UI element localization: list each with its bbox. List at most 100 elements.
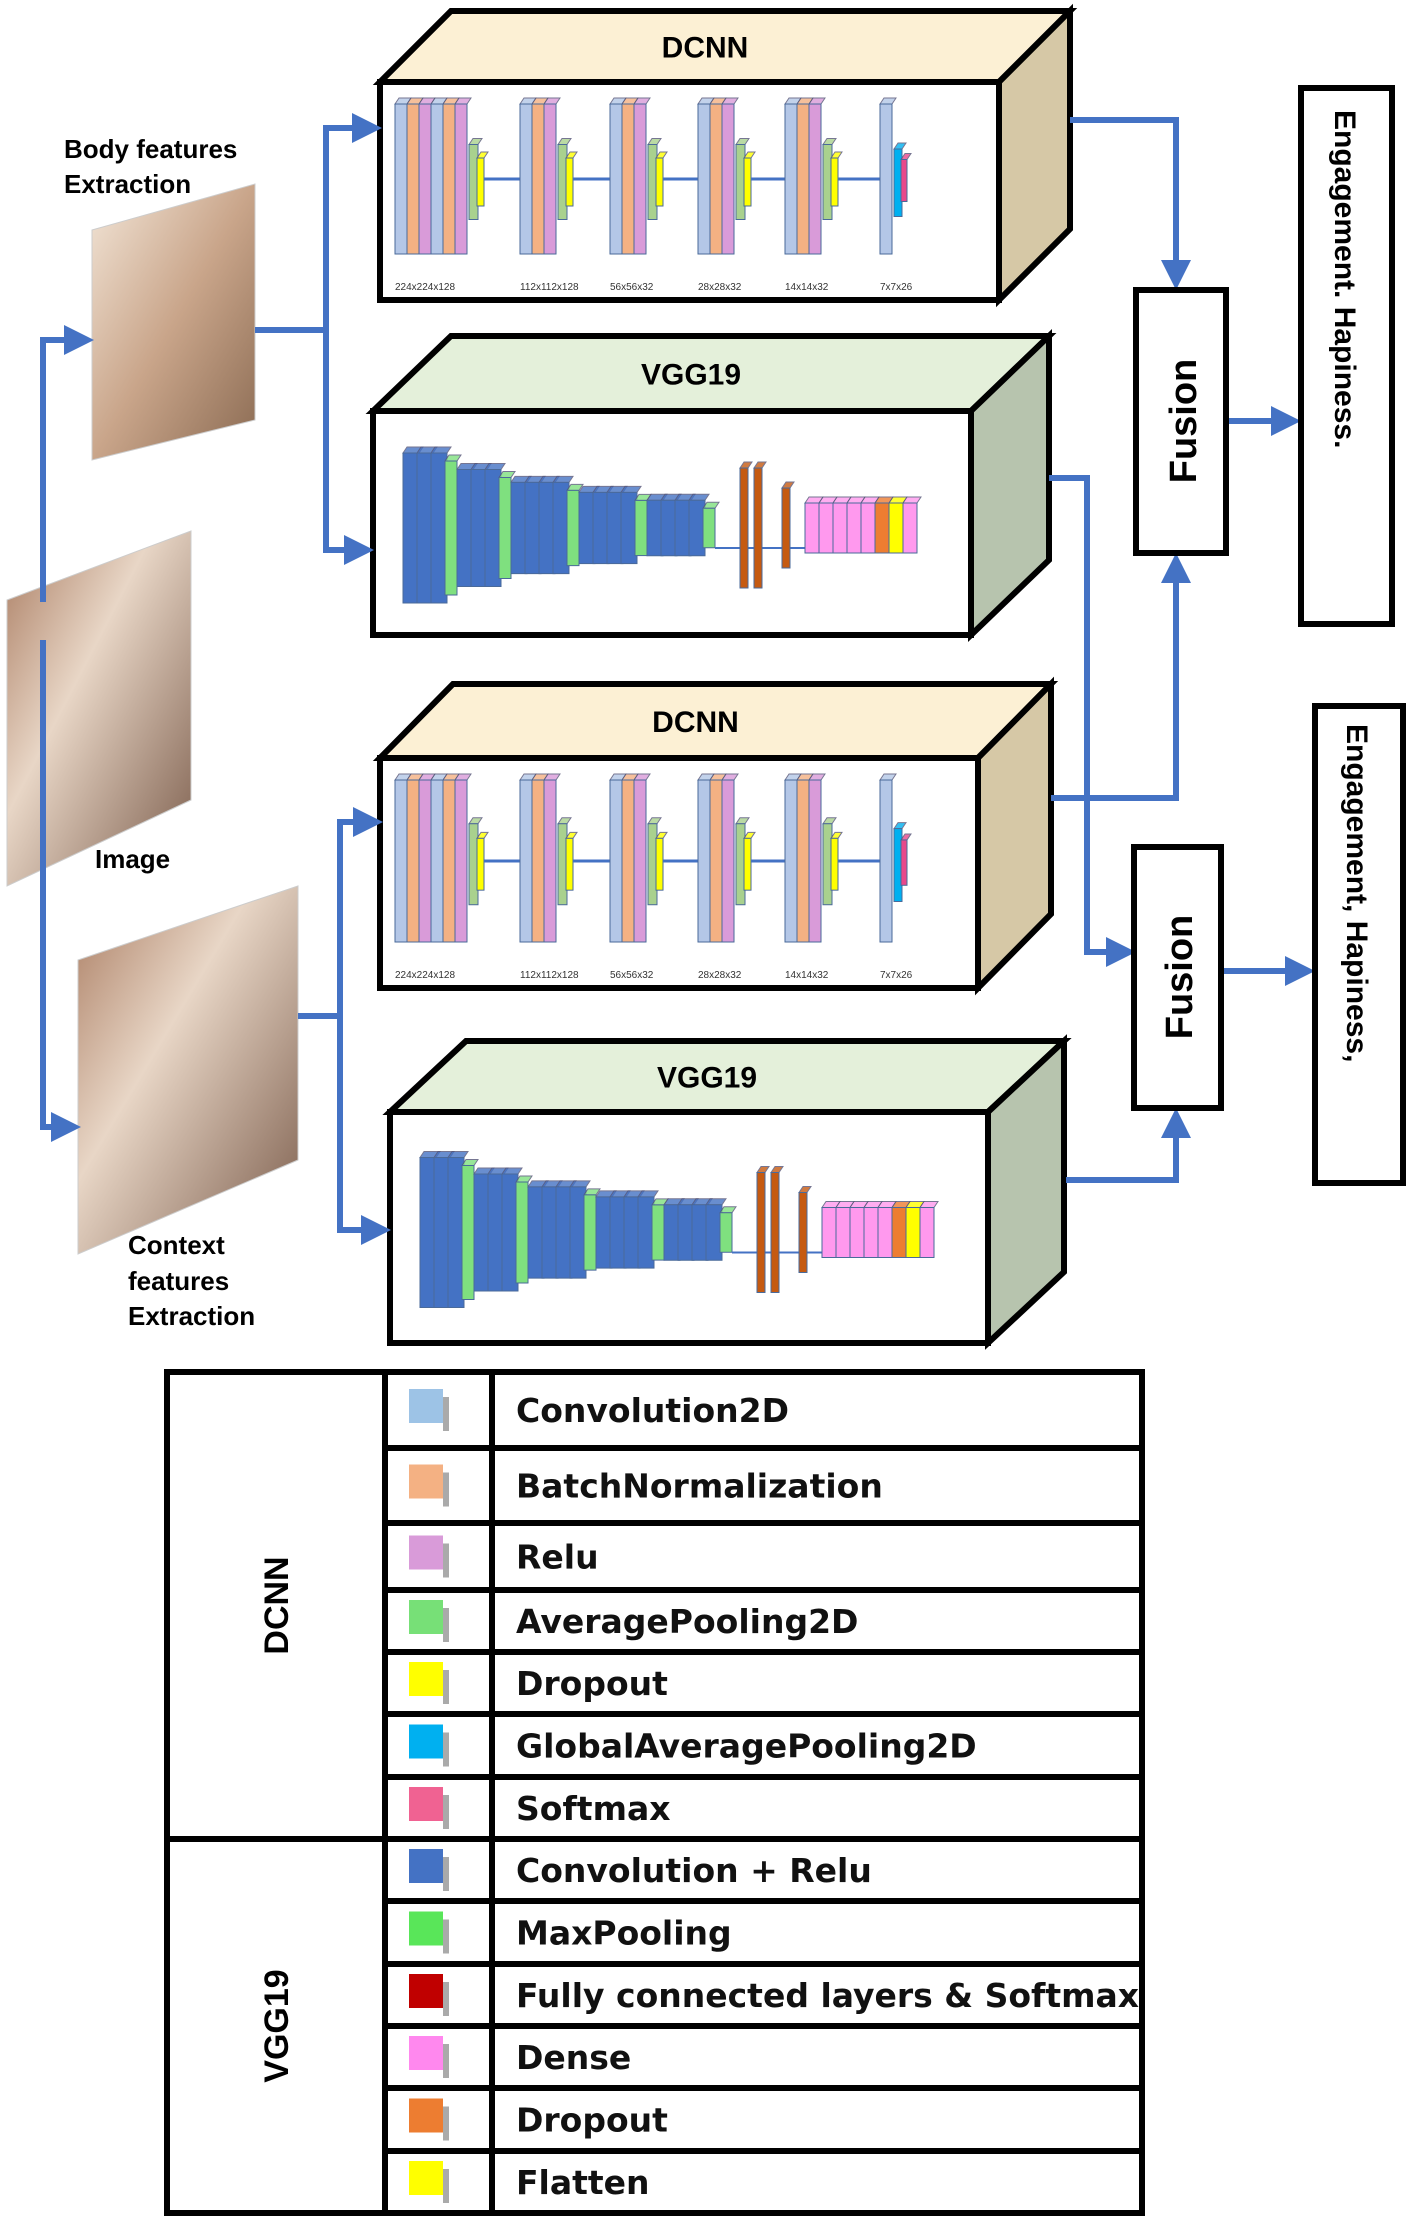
legend-group-label-dcnn: DCNN bbox=[258, 1556, 296, 1654]
layer-block bbox=[454, 103, 468, 255]
legend-row: Dropout bbox=[385, 2098, 1142, 2154]
legend-swatch-shadow bbox=[443, 1472, 449, 1507]
legend-border bbox=[164, 1369, 1145, 2216]
branch-vgg-4: VGG19 bbox=[382, 1034, 1072, 1350]
layer-block bbox=[442, 779, 456, 943]
layer-block bbox=[697, 103, 711, 255]
fc-block bbox=[798, 1192, 808, 1273]
legend-swatch bbox=[409, 2036, 443, 2070]
layer-block bbox=[519, 779, 533, 943]
maxpool-block bbox=[498, 477, 512, 579]
stage-dim-label: 28x28x32 bbox=[698, 282, 742, 293]
legend-row: MaxPooling bbox=[385, 1911, 1142, 1967]
dropout-block bbox=[830, 157, 839, 207]
legend-table: DCNNConvolution2DBatchNormalizationReluA… bbox=[164, 1369, 1145, 2216]
legend-swatch bbox=[409, 1974, 443, 2008]
dense-block bbox=[919, 1207, 935, 1258]
legend-row: Flatten bbox=[385, 2161, 1142, 2216]
arrow-image-to-body bbox=[40, 325, 94, 602]
legend-swatch bbox=[409, 1911, 443, 1946]
legend-row: GlobalAveragePooling2D bbox=[385, 1724, 1142, 1780]
input-image-photo bbox=[6, 530, 192, 887]
context-features-photo bbox=[77, 885, 299, 1255]
svg-text:Fusion: Fusion bbox=[1163, 359, 1205, 484]
layer-block bbox=[442, 103, 456, 255]
legend-swatch bbox=[409, 1662, 443, 1696]
layer-block bbox=[394, 779, 408, 943]
fc-block bbox=[739, 467, 749, 589]
dense-block bbox=[860, 502, 876, 554]
layer-block bbox=[879, 779, 893, 943]
legend-swatch-shadow bbox=[443, 1608, 449, 1642]
layer-block bbox=[543, 779, 557, 943]
legend-row: AveragePooling2D bbox=[385, 1600, 1142, 1655]
dense-block bbox=[846, 502, 862, 554]
dense-block bbox=[902, 502, 918, 554]
legend-label: Convolution + Relu bbox=[516, 1851, 872, 1890]
layer-block bbox=[879, 103, 893, 255]
stage-dim-label: 14x14x32 bbox=[785, 970, 829, 981]
branch-title: DCNN bbox=[652, 706, 739, 739]
arrow-image-to-context bbox=[40, 640, 81, 1142]
legend-row: BatchNormalization bbox=[385, 1464, 1142, 1526]
layer-block bbox=[430, 103, 444, 255]
legend-swatch bbox=[409, 1535, 443, 1570]
dropout-block bbox=[743, 837, 752, 891]
layer-block bbox=[609, 779, 623, 943]
legend-swatch-shadow bbox=[443, 2044, 449, 2078]
dense-block bbox=[821, 1207, 837, 1258]
layer-block bbox=[519, 103, 533, 255]
body-features-photo bbox=[91, 183, 256, 461]
legend-label: Softmax bbox=[516, 1789, 671, 1828]
svg-text:Fusion: Fusion bbox=[1159, 915, 1201, 1040]
stage-dim-label: 7x7x26 bbox=[880, 282, 913, 293]
fc-block bbox=[770, 1172, 780, 1293]
maxpool-block bbox=[702, 507, 716, 549]
maxpool-block bbox=[566, 489, 580, 567]
maxpool-block bbox=[515, 1181, 529, 1284]
dense-block bbox=[891, 1207, 907, 1258]
stage-dim-label: 28x28x32 bbox=[698, 970, 742, 981]
layer-block bbox=[796, 779, 810, 943]
maxpool-block bbox=[583, 1194, 597, 1271]
arrow-vgg2-to-fusion2 bbox=[1066, 1108, 1191, 1183]
legend-label: Dropout bbox=[516, 1664, 668, 1703]
image-label: Image bbox=[95, 844, 170, 874]
dropout-block bbox=[830, 837, 839, 891]
layer-block bbox=[621, 103, 635, 255]
layer-block bbox=[796, 103, 810, 255]
layer-block bbox=[633, 103, 647, 255]
stage-dim-label: 7x7x26 bbox=[880, 970, 913, 981]
layer-block bbox=[531, 103, 545, 255]
layer-block bbox=[808, 103, 822, 255]
maxpool-block bbox=[444, 460, 458, 596]
layer-block bbox=[406, 103, 420, 255]
layer-block bbox=[808, 779, 822, 943]
fusion-box-1: Fusion bbox=[1133, 287, 1229, 556]
legend-swatch-shadow bbox=[443, 2106, 449, 2141]
legend-swatch-shadow bbox=[443, 1543, 449, 1578]
legend-row: Convolution + Relu bbox=[385, 1849, 1142, 1904]
legend-row: Fully connected layers & Softmax bbox=[385, 1974, 1142, 2029]
layer-block bbox=[418, 779, 432, 943]
layer-block bbox=[621, 779, 635, 943]
output-box-1: Engagement. Hapiness. bbox=[1298, 85, 1395, 627]
arrow-dcnn1-to-fusion1 bbox=[1070, 117, 1191, 290]
layer-block bbox=[784, 779, 798, 943]
stage-dim-label: 224x224x128 bbox=[395, 282, 455, 293]
fusion-box-2: Fusion bbox=[1131, 844, 1224, 1111]
layer-block bbox=[609, 103, 623, 255]
softmax-block bbox=[900, 159, 908, 202]
layer-block bbox=[697, 779, 711, 943]
svg-text:Engagement. Hapiness.: Engagement. Hapiness. bbox=[1328, 110, 1361, 448]
dropout-block bbox=[743, 157, 752, 207]
dense-block bbox=[835, 1207, 851, 1258]
legend-row: Dense bbox=[385, 2036, 1142, 2091]
maxpool-block bbox=[651, 1204, 665, 1261]
legend-label: AveragePooling2D bbox=[516, 1602, 858, 1641]
legend-label: Dense bbox=[516, 2038, 631, 2077]
